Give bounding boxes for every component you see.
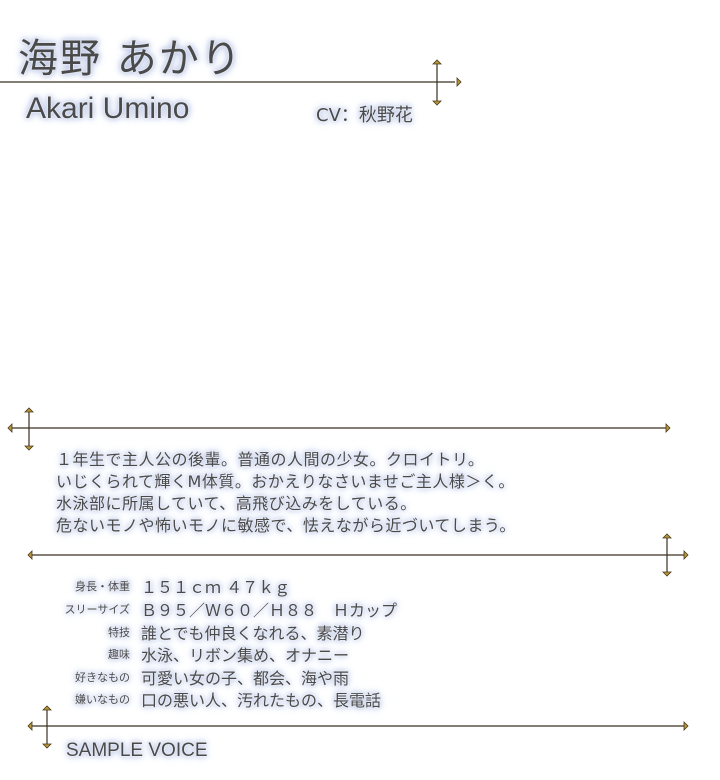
profile-value-skill: 誰とでも仲良くなれる、素潜り bbox=[141, 624, 365, 643]
profile-label-dislikes: 嫌いなもの bbox=[75, 693, 130, 706]
description-line: １年生で主人公の後輩。普通の人間の少女。クロイトリ。 bbox=[56, 450, 485, 469]
profile-value-hobby: 水泳、リボン集め、オナニー bbox=[141, 646, 350, 665]
profile-label-measurements: スリーサイズ bbox=[64, 603, 130, 616]
description-line: いじくられて輝くM体質。おかえりなさいませご主人様＞く。 bbox=[56, 472, 515, 491]
cross-ornament-icon bbox=[27, 705, 689, 749]
profile-label-likes: 好きなもの bbox=[75, 671, 130, 684]
profile-label-height-weight: 身長・体重 bbox=[75, 580, 130, 593]
profile-label-hobby: 趣味 bbox=[108, 648, 130, 661]
profile-label-skill: 特技 bbox=[108, 626, 130, 639]
profile-value-measurements: Ｂ９５／Ｗ６０／Ｈ８８ Ｈカップ bbox=[141, 601, 398, 620]
description-line: 危ないモノや怖いモノに敏感で、怯えながら近づいてしまう。 bbox=[56, 516, 516, 535]
cross-ornament-icon bbox=[432, 59, 462, 106]
cross-ornament-icon bbox=[27, 533, 689, 577]
character-name-jp: 海野 あかり bbox=[18, 36, 243, 82]
character-name-en: Akari Umino bbox=[26, 92, 190, 125]
profile-value-likes: 可愛い女の子、都会、海や雨 bbox=[141, 669, 350, 688]
cross-ornament-icon bbox=[7, 407, 671, 451]
profile-value-height-weight: １５１ｃｍ ４７ｋｇ bbox=[141, 578, 291, 597]
sample-voice-button[interactable]: SAMPLE VOICE bbox=[66, 740, 208, 761]
description-line: 水泳部に所属していて、高飛び込みをしている。 bbox=[56, 494, 417, 513]
voice-actor-credit: CV：秋野花 bbox=[316, 105, 413, 126]
profile-value-dislikes: 口の悪い人、汚れたもの、長電話 bbox=[141, 691, 382, 710]
